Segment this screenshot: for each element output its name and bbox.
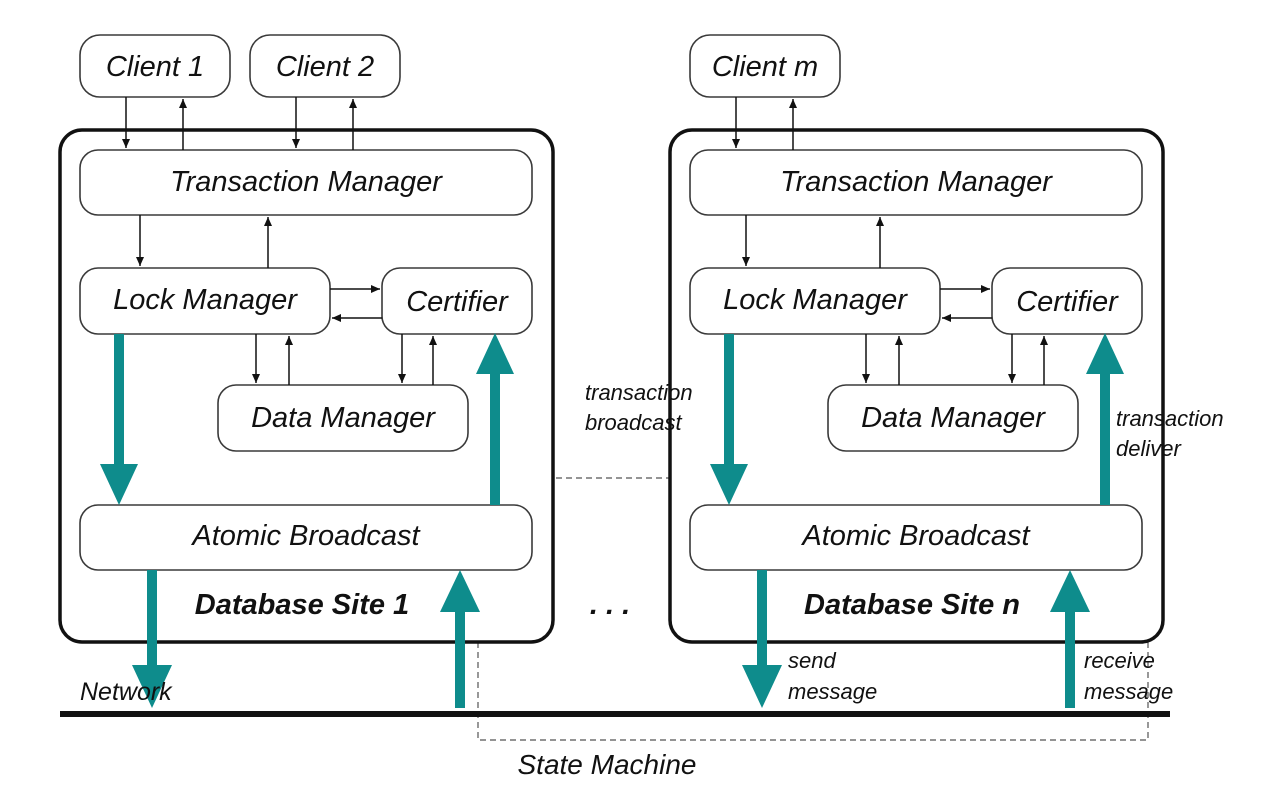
siten-transaction-deliver-arrow (1086, 333, 1124, 505)
siten-transaction-manager-label: Transaction Manager (780, 166, 1053, 198)
site1-data-manager-label: Data Manager (251, 402, 436, 434)
site1-transaction-manager-box (79, 149, 533, 216)
client-1-box (79, 34, 231, 98)
siten-send-message-arrow (742, 570, 782, 708)
siten-lock-manager-box (689, 267, 941, 335)
siten-data-manager-label: Data Manager (861, 402, 1046, 434)
site1-atomic-broadcast-box (79, 504, 533, 571)
client-m-label: Client m (712, 51, 818, 83)
siten-title: Database Site n (804, 589, 1020, 621)
siten-lock-manager-label: Lock Manager (723, 284, 908, 316)
send-message-line1: send (788, 648, 836, 673)
transaction-deliver-label: transaction deliver (1116, 406, 1230, 461)
receive-message-label: receive message (1084, 648, 1173, 704)
siten-receive-message-arrow (1050, 570, 1090, 708)
client-2-label: Client 2 (276, 51, 374, 83)
site1-title: Database Site 1 (195, 589, 409, 621)
site1-transaction-broadcast-arrow (100, 334, 138, 505)
siten-atomic-broadcast-box (689, 504, 1143, 571)
receive-message-line2: message (1084, 679, 1173, 704)
siten-transaction-manager-box (689, 149, 1143, 216)
send-message-label: send message (788, 648, 877, 704)
siten-data-manager-box (827, 384, 1079, 452)
site1-receive-message-arrow (440, 570, 480, 708)
transaction-deliver-line2: deliver (1116, 436, 1182, 461)
network-label: Network (80, 678, 173, 706)
client-m-box (689, 34, 841, 98)
siten-thin-arrows (732, 97, 1048, 385)
client-2-box (249, 34, 401, 98)
site1-certifier-label: Certifier (406, 286, 509, 318)
transaction-deliver-line1: transaction (1116, 406, 1224, 431)
siten-certifier-box (991, 267, 1143, 335)
receive-message-line1: receive (1084, 648, 1155, 673)
site1-transaction-deliver-arrow (476, 333, 514, 505)
site1-data-manager-box (217, 384, 469, 452)
site1-lock-manager-box (79, 267, 331, 335)
siten-transaction-broadcast-arrow (710, 334, 748, 505)
transaction-broadcast-line1: transaction (585, 380, 693, 405)
site1-lock-manager-label: Lock Manager (113, 284, 298, 316)
site1-send-message-arrow (132, 570, 172, 708)
client-1-label: Client 1 (106, 51, 204, 83)
sites-ellipsis: . . . (590, 589, 630, 621)
transaction-broadcast-line2: broadcast (585, 410, 683, 435)
siten-atomic-broadcast-label: Atomic Broadcast (800, 520, 1031, 552)
site1-certifier-box (381, 267, 533, 335)
site1-atomic-broadcast-label: Atomic Broadcast (190, 520, 421, 552)
state-machine-label: State Machine (518, 749, 697, 780)
transaction-broadcast-label: transaction broadcast (585, 380, 699, 435)
site1-transaction-manager-label: Transaction Manager (170, 166, 443, 198)
send-message-line2: message (788, 679, 877, 704)
site1-thin-arrows (122, 97, 437, 385)
siten-certifier-label: Certifier (1016, 286, 1119, 318)
